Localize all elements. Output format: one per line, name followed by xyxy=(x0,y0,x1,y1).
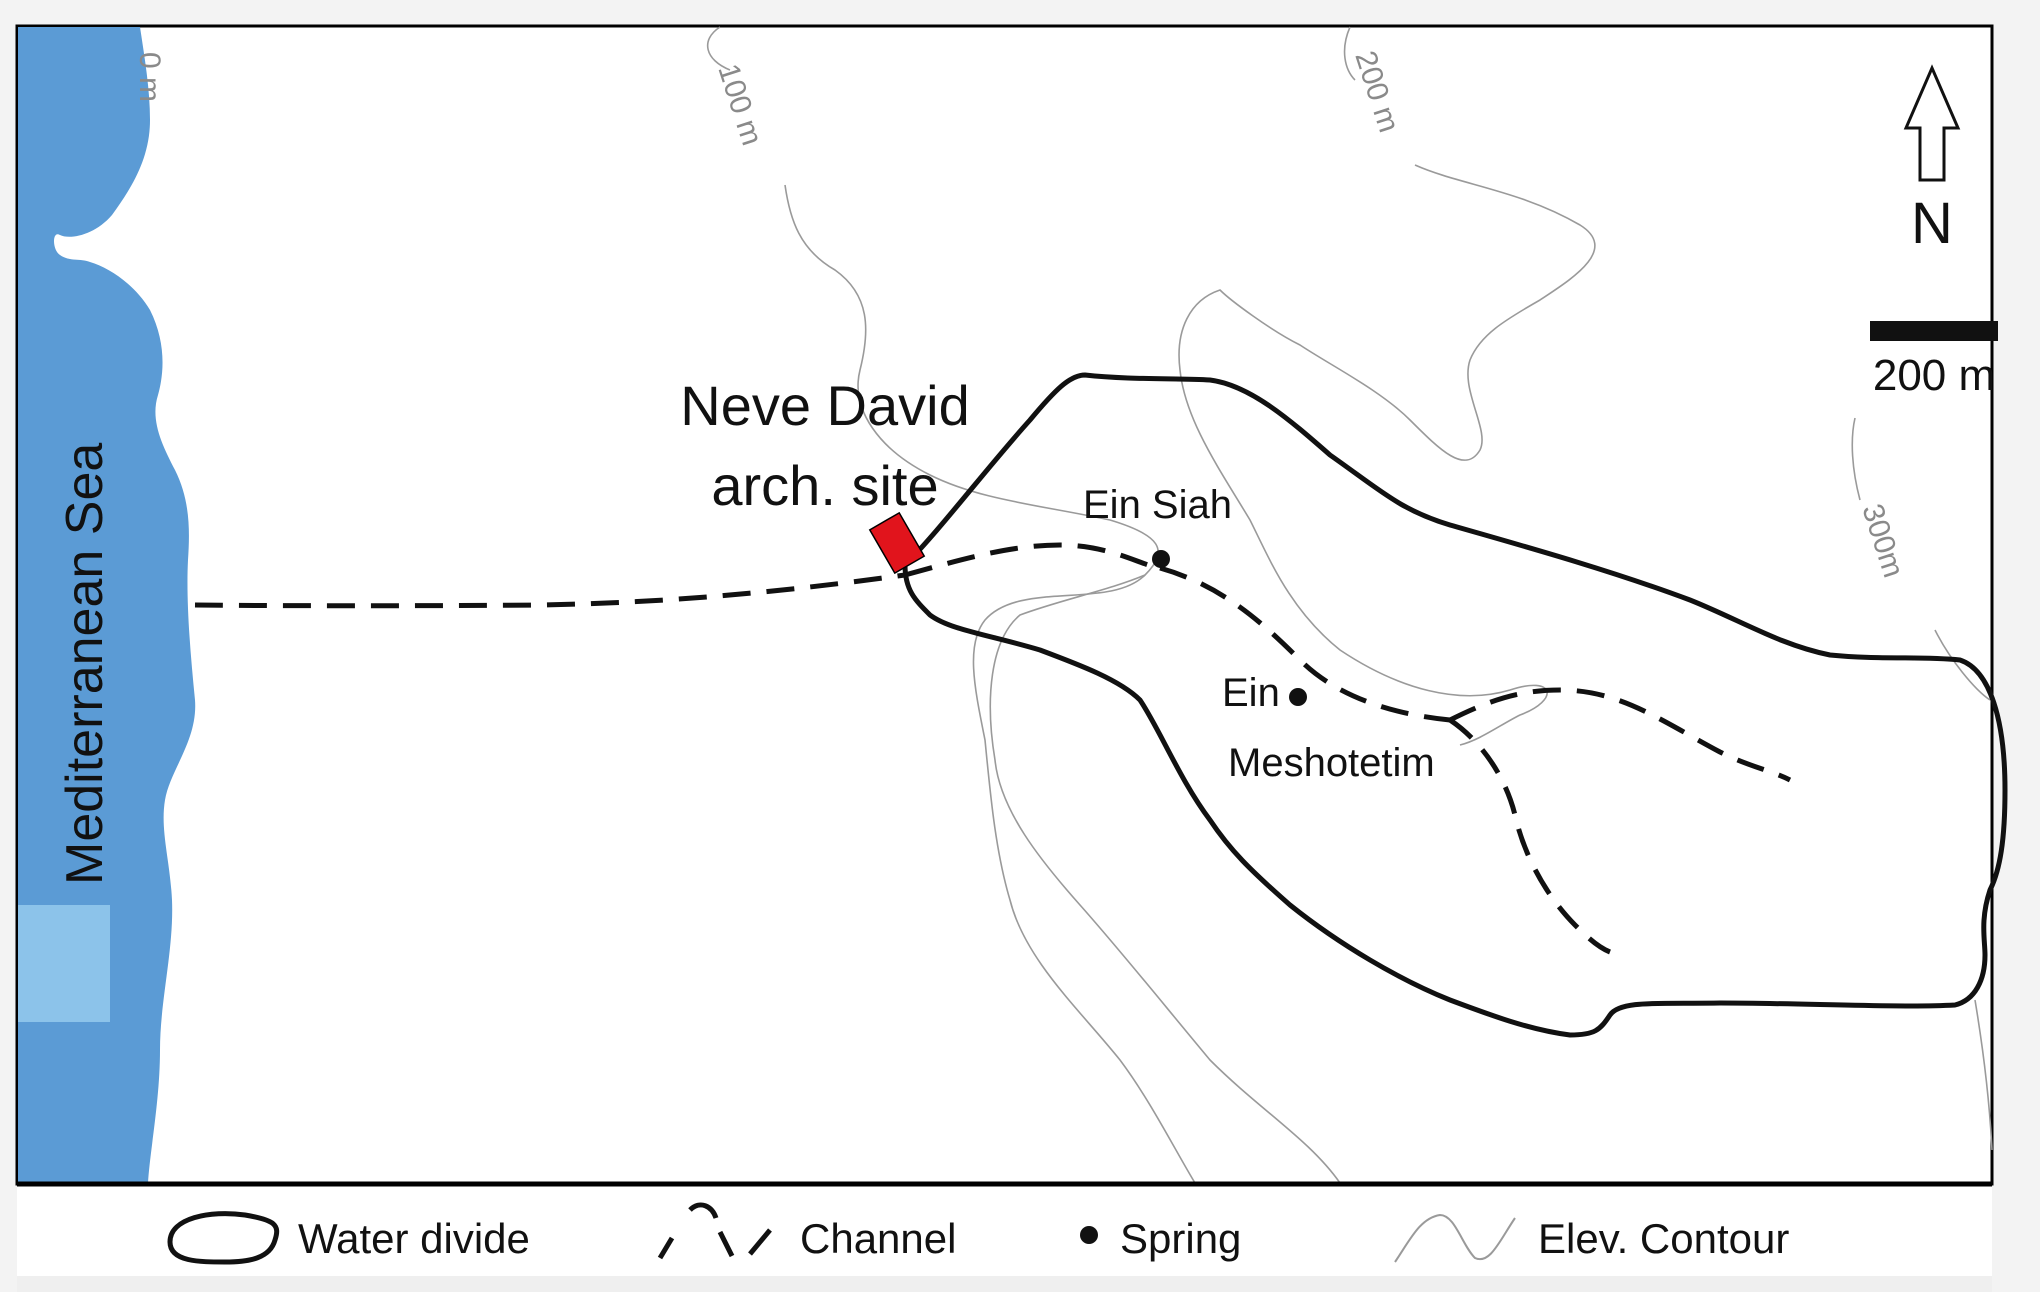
water-divide-boundary xyxy=(902,372,2008,1038)
contour-lower-line xyxy=(989,574,1341,1184)
sea-light-patch xyxy=(18,905,110,1022)
sea-label: Mediterranean Sea xyxy=(56,443,114,885)
elevation-contours xyxy=(706,26,1993,1184)
spring-label-meshotetim: Meshotetim xyxy=(1228,741,1435,785)
contour-300m-line xyxy=(1851,417,1991,701)
legend-band xyxy=(17,1184,1992,1292)
legend-spring-icon xyxy=(1080,1226,1098,1244)
contour-label-0m: 0 m xyxy=(133,52,166,102)
legend-contour-label: Elev. Contour xyxy=(1538,1215,1789,1262)
legend-bottom-strip xyxy=(17,1276,1992,1292)
channel-south xyxy=(1448,717,1611,955)
north-arrow-icon xyxy=(1903,64,1961,182)
site-label-line1: Neve David xyxy=(680,374,969,437)
legend: Water divide Channel Spring Elev. Contou… xyxy=(167,1202,1789,1265)
contour-100m-line xyxy=(706,26,1196,1184)
site-marker xyxy=(868,511,926,575)
legend-channel-icon xyxy=(657,1202,772,1260)
spring-ein-siah-point xyxy=(1152,550,1170,568)
scale-label: 200 m xyxy=(1873,351,1995,400)
spring-label-ein-siah: Ein Siah xyxy=(1083,483,1232,527)
north-label: N xyxy=(1911,191,1953,256)
channel-network xyxy=(194,542,1792,955)
legend-contour-icon xyxy=(1394,1213,1516,1263)
scale-bar xyxy=(1870,321,1998,341)
legend-channel-label: Channel xyxy=(800,1215,956,1262)
contour-east-line xyxy=(1974,999,1993,1151)
channel-middle xyxy=(1159,565,1451,723)
channel-east xyxy=(1448,687,1792,783)
site-label-line2: arch. site xyxy=(711,454,938,517)
channel-upper xyxy=(904,542,1161,578)
sea-area xyxy=(18,27,196,1183)
legend-water-divide-label: Water divide xyxy=(298,1215,530,1262)
channel-main xyxy=(194,572,906,609)
spring-label-ein: Ein xyxy=(1222,671,1280,715)
legend-spring-label: Spring xyxy=(1120,1215,1241,1262)
contour-200m-line xyxy=(1178,26,1596,746)
legend-water-divide-icon xyxy=(167,1211,280,1265)
spring-ein-meshotetim-point xyxy=(1289,688,1307,706)
